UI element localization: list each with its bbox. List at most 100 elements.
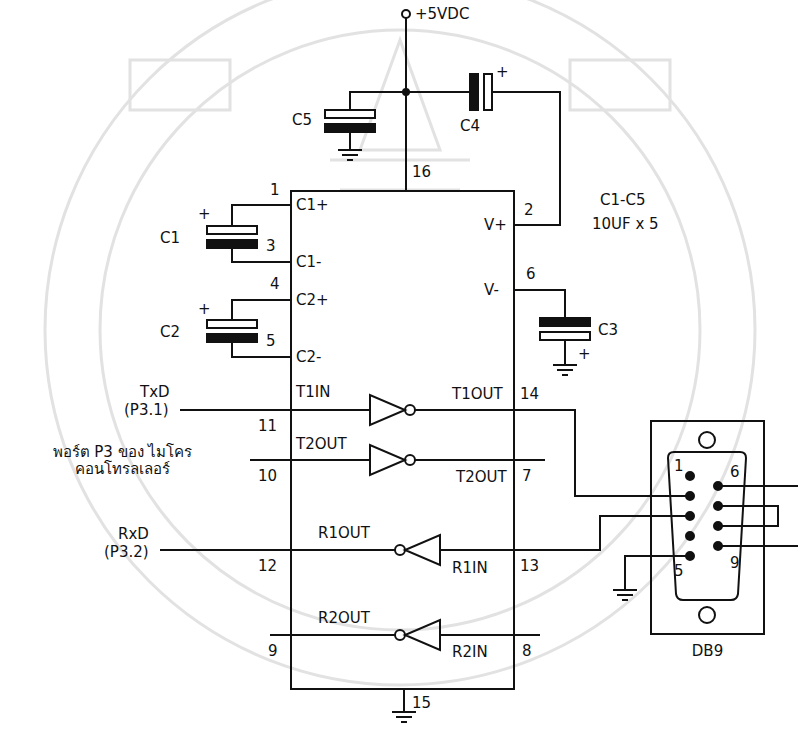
wires	[160, 10, 798, 722]
capacitor-plate	[470, 74, 478, 110]
pin-name: C1+	[296, 197, 329, 214]
pin-name: T2OUT	[296, 436, 347, 453]
pin-name: V+	[484, 217, 507, 234]
capacitor-plate	[325, 124, 375, 132]
ground-symbol	[338, 132, 362, 160]
inverter-symbol	[405, 535, 440, 565]
pin-number: 11	[258, 418, 277, 435]
note: 10UF x 5	[592, 216, 659, 233]
signal-name: TxD	[140, 384, 170, 401]
pin-name: T2OUT	[456, 469, 507, 486]
wire	[440, 634, 540, 636]
wire	[232, 300, 290, 320]
mounting-hole	[699, 432, 715, 448]
pin-number: 3	[266, 238, 276, 255]
pin-name: T1OUT	[452, 386, 503, 403]
part-name: C1	[160, 230, 180, 247]
pin-name: C2+	[296, 292, 329, 309]
wire	[722, 486, 798, 546]
inverter-symbol	[370, 445, 405, 475]
inverter-symbol	[370, 395, 405, 425]
pin-number: 9	[730, 555, 740, 572]
pin-number: 2	[524, 202, 534, 219]
loopback-wire	[722, 506, 778, 526]
ic-body: C1+ C1- C2+ C2- V+ V- T1IN T1OUT T2OUT T2OUT R1OUT…	[290, 190, 515, 690]
wire	[406, 91, 470, 93]
signal-wire	[514, 410, 651, 496]
pin-number: 5	[266, 333, 276, 350]
pin-number: 5	[674, 563, 684, 580]
pin-name: R2IN	[452, 644, 488, 661]
pin-stub	[650, 496, 686, 516]
supply-label: +5VDC	[415, 6, 469, 23]
part-name: C2	[160, 324, 180, 341]
pin-number: 4	[270, 276, 280, 293]
wire	[232, 205, 290, 226]
capacitor-plate	[325, 110, 375, 118]
polarity-mark: +	[198, 301, 211, 318]
inverter-symbol	[405, 620, 440, 650]
wire	[350, 92, 406, 110]
signal-wire	[514, 516, 651, 550]
wire	[492, 92, 560, 225]
polarity-mark: +	[496, 64, 509, 81]
pin-number: 7	[522, 468, 532, 485]
connector-name: DB9	[692, 643, 723, 660]
ground-symbol	[553, 340, 577, 375]
note: พอร์ต P3 ของ ไมโครคอนโทรลเลอร์	[30, 444, 215, 477]
signal-name: RxD	[118, 526, 149, 543]
pin-number: 10	[258, 468, 277, 485]
pin-number: 15	[412, 695, 431, 712]
note: C1-C5	[600, 192, 645, 209]
wire	[270, 634, 395, 636]
pin-number: 8	[522, 643, 532, 660]
pin-name: R2OUT	[318, 610, 370, 627]
capacitor-plate	[207, 320, 257, 328]
connector-pins	[686, 472, 722, 560]
capacitor-plate	[540, 318, 590, 326]
capacitor-plate	[484, 74, 492, 110]
pin-name: R1OUT	[318, 525, 370, 542]
capacitor-plate	[207, 334, 257, 342]
pin-number: 6	[526, 266, 536, 283]
wire	[232, 248, 290, 262]
wire	[232, 342, 290, 357]
wire	[415, 409, 515, 411]
db9-connector: DB9	[650, 420, 765, 635]
pin-number: 12	[258, 558, 277, 575]
supply-terminal	[402, 10, 410, 18]
pin-number: 13	[520, 558, 539, 575]
wire	[415, 459, 545, 461]
watermark	[45, 0, 755, 685]
pin-name: C2-	[296, 349, 321, 366]
supply-wire	[405, 18, 407, 190]
pin-name: R1IN	[452, 560, 488, 577]
pin-name: C1-	[296, 254, 321, 271]
pin-number: 1	[674, 458, 684, 475]
part-name: C5	[292, 112, 312, 129]
pin-number: 9	[268, 643, 278, 660]
pin-number: 14	[520, 386, 539, 403]
pin-name: V-	[484, 282, 499, 299]
polarity-mark: +	[578, 346, 591, 363]
inverter-bubble	[405, 455, 415, 465]
pin-name: T1IN	[296, 384, 330, 401]
pin-number: 1	[270, 182, 280, 199]
mounting-hole	[699, 607, 715, 623]
polarity-mark: +	[198, 206, 211, 223]
signal-name: (P3.1)	[124, 402, 169, 419]
capacitor-plate	[540, 332, 590, 340]
pin-number: 6	[730, 464, 740, 481]
pin-number: 16	[412, 164, 431, 181]
part-name: C4	[460, 118, 480, 135]
signal-name: (P3.2)	[104, 544, 149, 561]
inverter-bubble	[405, 405, 415, 415]
capacitor-plate	[207, 240, 257, 248]
wire	[515, 290, 565, 318]
wire	[160, 549, 395, 551]
part-name: C3	[598, 322, 618, 339]
